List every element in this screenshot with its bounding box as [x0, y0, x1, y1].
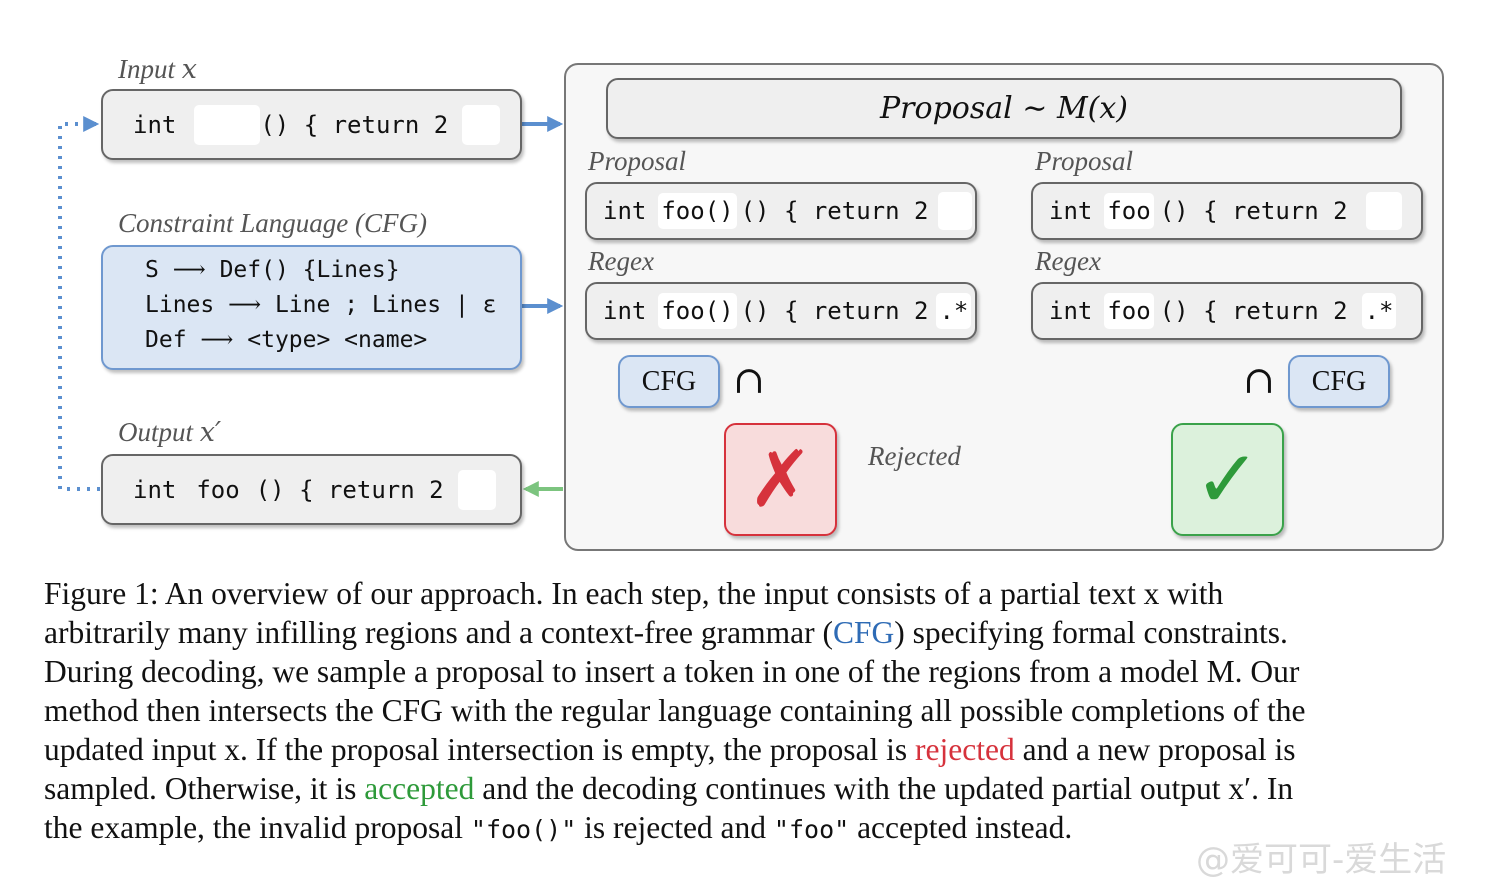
output-box: int foo () { return 2: [101, 454, 522, 525]
cross-icon: ✗: [747, 434, 814, 525]
inserted-token: foo: [1104, 193, 1154, 229]
inserted-token: foo(): [658, 193, 737, 229]
accepted-result: ✓: [1171, 423, 1284, 536]
proposal-label: Proposal: [1035, 146, 1134, 176]
input-token-body: () { return 2: [260, 110, 449, 139]
caption-line: updated input x. If the proposal interse…: [44, 732, 1296, 767]
intersection-symbol: ∩: [1243, 358, 1275, 402]
proposal-box-accepted: int foo () { return 2: [1031, 182, 1423, 240]
caption-line: arbitrarily many infilling regions and a…: [44, 615, 1288, 650]
cfg-pill-right: CFG: [1288, 355, 1390, 408]
check-icon: ✓: [1193, 432, 1262, 526]
grammar-rule: Lines ⟶ Line ; Lines | ε: [145, 292, 497, 318]
wildcard: .*: [1361, 293, 1397, 329]
rejected-label: Rejected: [868, 441, 961, 471]
proposal-box-rejected: int foo() () { return 2: [585, 182, 977, 240]
constraint-label: Constraint Language (CFG): [118, 208, 428, 238]
regex-box-rejected: int foo() () { return 2 .*: [585, 282, 977, 340]
rejected-result: ✗: [724, 423, 837, 536]
cfg-pill-left: CFG: [618, 355, 720, 408]
regex-label: Regex: [588, 246, 654, 276]
input-token-int: int: [133, 110, 177, 139]
output-token-body: () { return 2: [255, 475, 444, 504]
caption-line: the example, the invalid proposal "foo()…: [44, 810, 1073, 845]
caption-line: Figure 1: An overview of our approach. I…: [44, 576, 1224, 611]
proposal-label: Proposal: [588, 146, 687, 176]
infill-region: [1365, 192, 1402, 230]
grammar-rule: Def ⟶ <type> <name>: [145, 327, 428, 353]
caption-line: sampled. Otherwise, it is accepted and t…: [44, 771, 1294, 806]
caption-line: During decoding, we sample a proposal to…: [44, 654, 1300, 689]
output-label: Output x′: [118, 417, 222, 448]
proposal-header: Proposal ∼ M(x): [606, 78, 1402, 139]
regex-label: Regex: [1035, 246, 1101, 276]
regex-box-accepted: int foo () { return 2 .*: [1031, 282, 1423, 340]
infill-region: [938, 192, 973, 230]
watermark: @爱可可-爱生活: [1196, 840, 1447, 880]
infill-region: [194, 104, 261, 145]
feedback-loop-arrow: [58, 116, 100, 491]
grammar-rule: S ⟶ Def() {Lines}: [145, 257, 400, 283]
input-box: int () { return 2: [101, 89, 522, 160]
intersection-symbol: ∩: [733, 358, 765, 402]
output-token-name: foo: [196, 475, 240, 504]
grammar-box: S ⟶ Def() {Lines} Lines ⟶ Line ; Lines |…: [101, 245, 522, 370]
infill-region: [457, 469, 496, 510]
output-token-int: int: [133, 475, 177, 504]
input-label: Input x: [118, 54, 197, 85]
infill-region: [462, 104, 501, 145]
wildcard: .*: [936, 293, 972, 329]
figure-caption: Figure 1: An overview of our approach. I…: [44, 574, 1474, 849]
caption-line: method then intersects the CFG with the …: [44, 693, 1306, 728]
